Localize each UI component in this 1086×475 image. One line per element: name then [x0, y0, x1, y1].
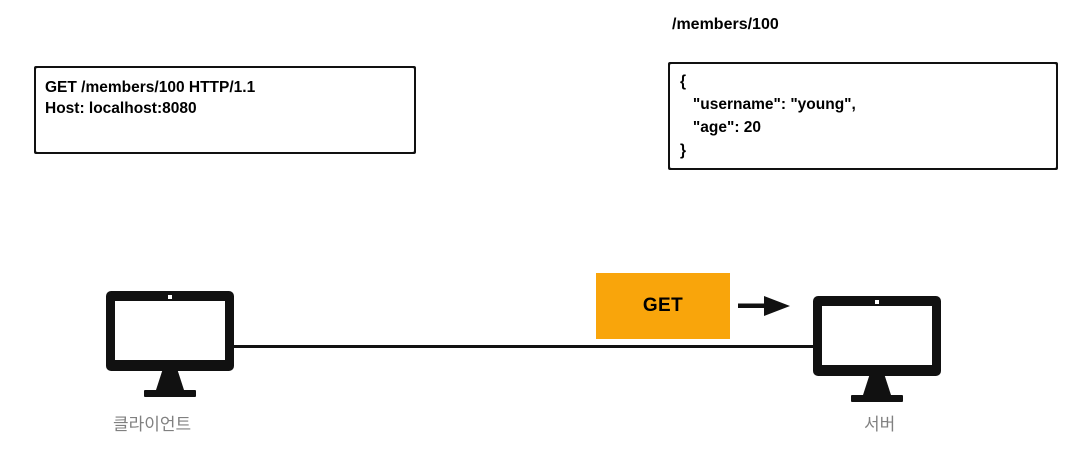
monitor-screen — [822, 306, 932, 365]
monitor-bezel — [813, 296, 941, 376]
server-label: 서버 — [864, 415, 896, 434]
http-method-badge: GET — [596, 273, 730, 339]
monitor-camera-dot — [875, 299, 879, 304]
monitor-stand-base — [144, 390, 196, 397]
monitor-bezel — [106, 291, 234, 371]
arrow-right-icon — [738, 293, 794, 319]
server-monitor-icon — [813, 296, 941, 404]
monitor-stand-neck — [156, 371, 184, 390]
http-method-label: GET — [642, 295, 684, 316]
monitor-stand-neck — [863, 376, 891, 395]
monitor-screen — [115, 301, 225, 360]
json-response-text: { "username": "young", "age": 20 } — [680, 73, 856, 159]
resource-path-label: /members/100 — [672, 16, 779, 33]
http-request-text: GET /members/100 HTTP/1.1 Host: localhos… — [45, 79, 256, 117]
client-monitor-icon — [106, 291, 234, 399]
json-response-box: { "username": "young", "age": 20 } — [668, 62, 1058, 170]
http-request-box: GET /members/100 HTTP/1.1 Host: localhos… — [34, 66, 416, 154]
monitor-camera-dot — [168, 294, 172, 299]
connection-line — [228, 345, 818, 348]
client-label: 클라이언트 — [113, 415, 192, 434]
monitor-stand-base — [851, 395, 903, 402]
